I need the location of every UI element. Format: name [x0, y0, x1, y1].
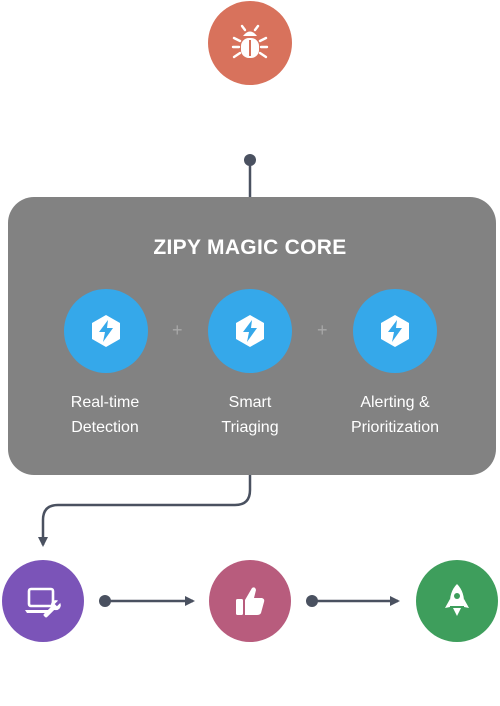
feature-triaging-node	[208, 289, 292, 373]
feature-label-detection: Real-time Detection	[35, 390, 175, 440]
feature-label-line: Triaging	[221, 419, 279, 436]
plus-separator: +	[317, 320, 328, 340]
bug-icon	[231, 24, 269, 59]
laptop-wrench-icon	[25, 587, 62, 618]
feature-label-line: Detection	[71, 419, 139, 436]
feature-label-line: Alerting &	[360, 394, 430, 411]
feature-label-line: Real-time	[70, 394, 140, 411]
bolt-hexagon-icon	[92, 315, 120, 347]
bolt-hexagon-icon	[236, 315, 264, 347]
approve-node	[209, 560, 291, 642]
feature-label-line: Prioritization	[350, 419, 440, 436]
feature-label-triaging: Smart Triaging	[180, 390, 320, 440]
feature-label-alerting: Alerting & Prioritization	[325, 390, 465, 440]
connector-approve-to-launch	[306, 595, 400, 607]
plus-separator: +	[172, 320, 183, 340]
connector-fix-to-approve	[99, 595, 195, 607]
bolt-hexagon-icon	[381, 315, 409, 347]
feature-alerting-node	[353, 289, 437, 373]
rocket-icon	[445, 584, 469, 616]
thumbs-up-icon	[236, 587, 265, 615]
fix-node	[2, 560, 84, 642]
launch-node	[416, 560, 498, 642]
bug-node	[208, 1, 292, 85]
feature-label-line: Smart	[228, 394, 272, 411]
feature-detection-node	[64, 289, 148, 373]
core-title: ZIPY MAGIC CORE	[153, 236, 347, 259]
